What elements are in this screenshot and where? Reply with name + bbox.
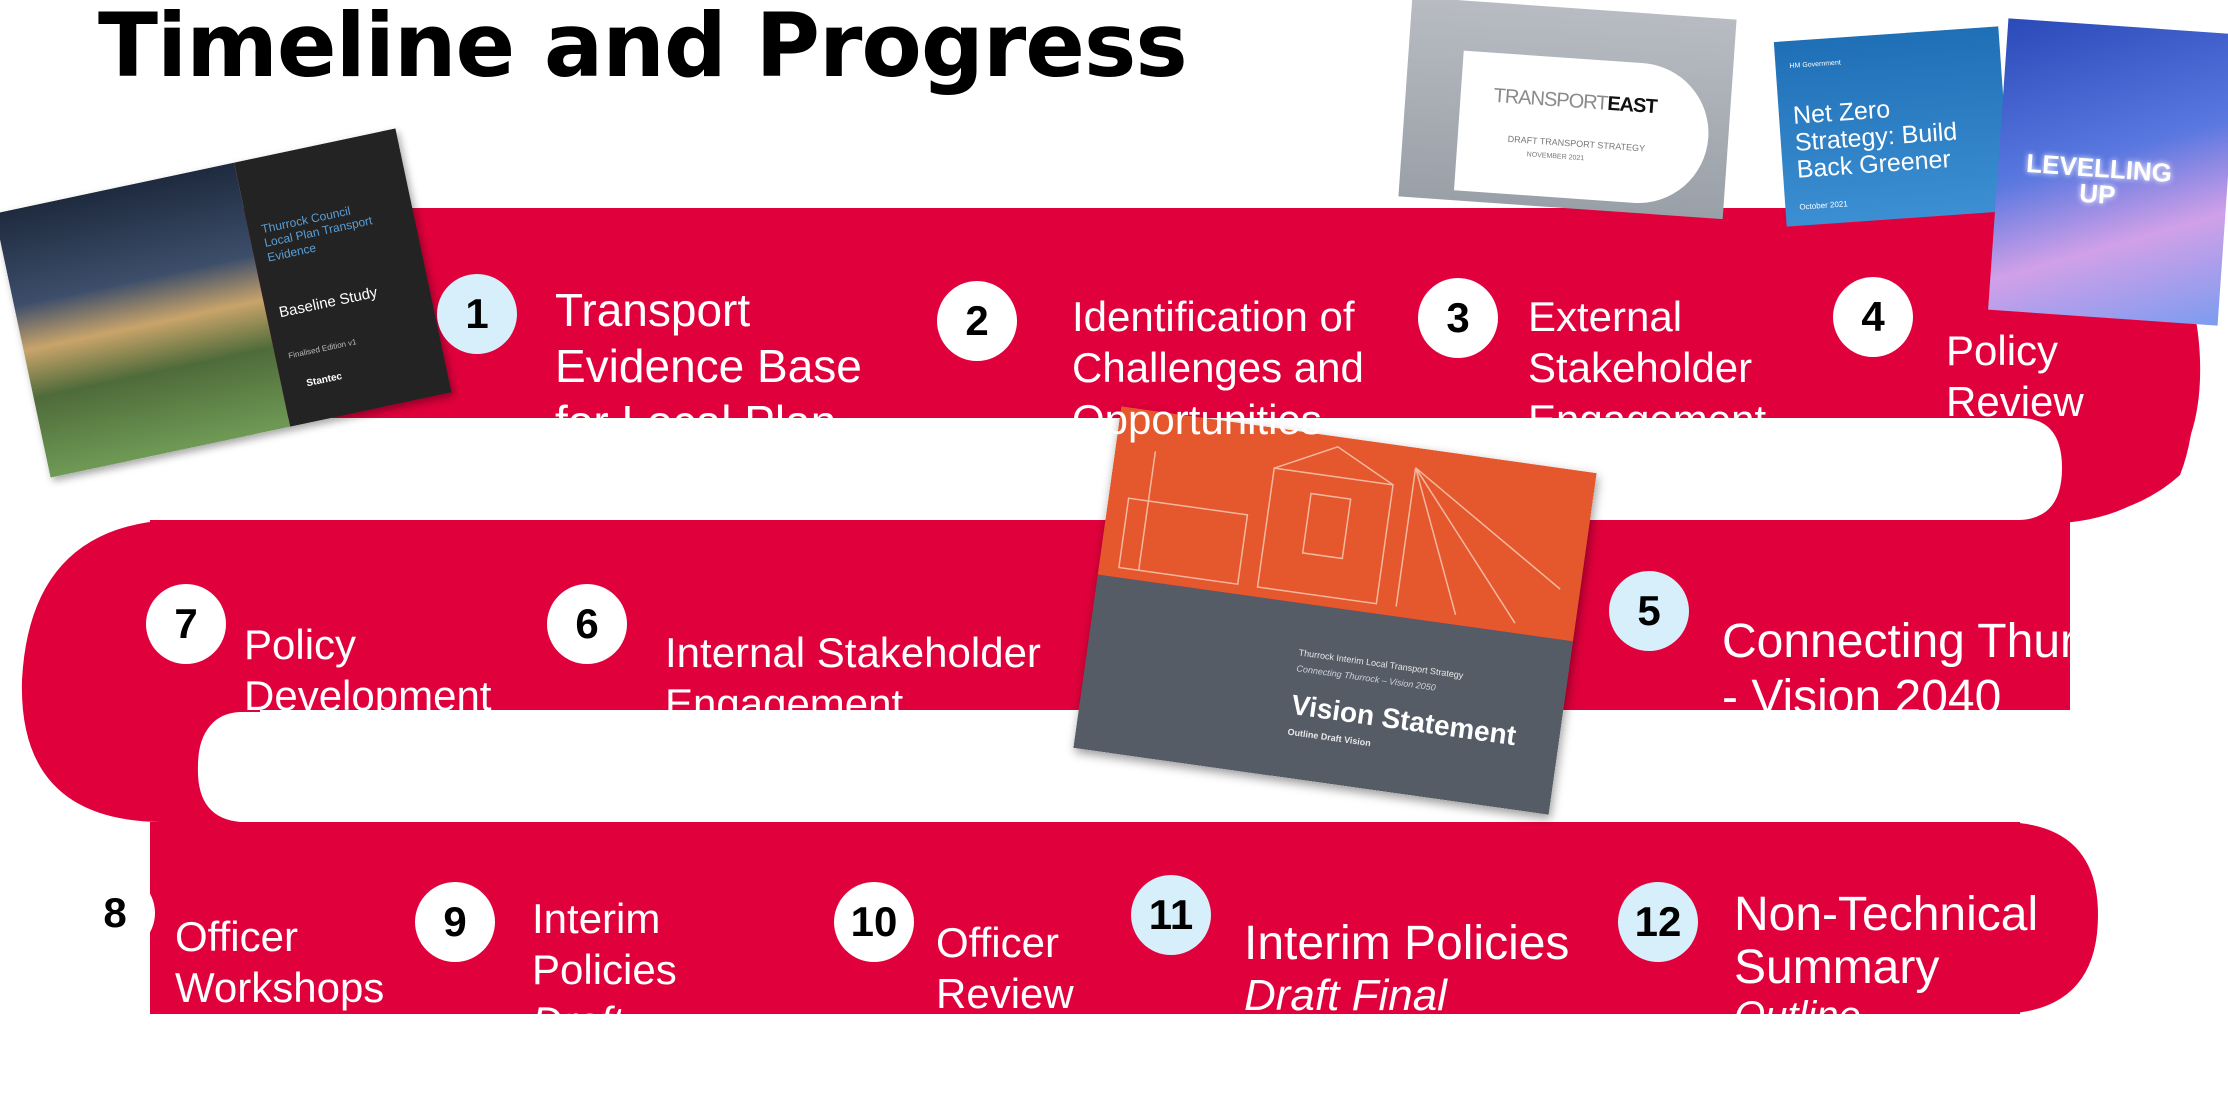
step-3-label: External Stakeholder Engagement	[1528, 240, 1766, 445]
step-11-number: 11	[1131, 875, 1211, 955]
step-1-label: Transport Evidence Base for Local Plan	[555, 226, 862, 450]
step-10-title: Officer Review	[936, 919, 1074, 1018]
step-9-title: Interim Policies	[532, 895, 677, 994]
step-8-number: 8	[75, 873, 155, 953]
step-11-label: Interim Policies Draft Final	[1244, 862, 1569, 1076]
net-zero-title: Net Zero Strategy: Build Back Greener	[1792, 95, 1959, 184]
step-5-number: 5	[1609, 571, 1689, 651]
step-7-number: 7	[146, 584, 226, 664]
step-7-label: Policy Development	[244, 568, 491, 722]
step-6-number: 6	[547, 584, 627, 664]
step-6-title: Internal Stakeholder Engagement	[665, 629, 1041, 728]
step-8-title: Officer Workshops	[175, 913, 385, 1012]
vision-illustration	[1097, 406, 1597, 642]
step-9-number: 9	[415, 882, 495, 962]
step-5-title: Connecting Thurrock - Vision 2040	[1722, 615, 2167, 725]
step-10-number: 10	[834, 882, 914, 962]
step-1-title: Transport Evidence Base for Local Plan	[555, 284, 862, 449]
page-title: Timeline and Progress	[98, 0, 1188, 97]
net-zero-publisher: HM Government	[1789, 59, 1842, 71]
road-gap-bottom	[198, 712, 2100, 822]
step-12-status: Outline	[1734, 994, 1861, 1039]
step-8-label: Officer Workshops	[175, 860, 384, 1014]
step-2-title: Identification of Challenges and Opportu…	[1072, 293, 1364, 443]
step-4-number: 4	[1833, 277, 1913, 357]
step-4-label: Policy Review	[1946, 274, 2084, 428]
step-12-number: 12	[1618, 882, 1698, 962]
step-3-number: 3	[1418, 278, 1498, 358]
step-2-label: Identification of Challenges and Opportu…	[1072, 240, 1364, 445]
step-7-title: Policy Development	[244, 621, 492, 720]
transport-east-panel	[1453, 50, 1714, 208]
step-1-number: 1	[437, 274, 517, 354]
step-6-label: Internal Stakeholder Engagement	[665, 576, 1041, 730]
step-11-title: Interim Policies	[1244, 916, 1570, 970]
step-9-label: Interim Policies Draft	[532, 842, 677, 1098]
step-5-label: Connecting Thurrock - Vision 2040	[1722, 558, 2167, 726]
vision-line-art	[1118, 445, 1561, 624]
road-bottom-end	[2000, 822, 2098, 1014]
net-zero-date: October 2021	[1799, 199, 1849, 212]
step-11-status: Draft Final	[1244, 971, 1447, 1021]
step-12-label: Non-Technical Summary Outline	[1734, 836, 2038, 1091]
brand-east: EAST	[1606, 92, 1658, 119]
step-2-number: 2	[937, 281, 1017, 361]
step-10-label: Officer Review	[936, 866, 1074, 1020]
step-3-title: External Stakeholder Engagement	[1528, 293, 1767, 443]
step-9-status: Draft	[532, 997, 624, 1045]
transport-east-cover: TRANSPORTEAST DRAFT TRANSPORT STRATEGY N…	[1398, 0, 1737, 220]
levelling-up-title: LEVELLING UP	[2025, 147, 2174, 211]
step-4-title: Policy Review	[1946, 327, 2084, 426]
step-12-title: Non-Technical Summary	[1734, 887, 2039, 994]
net-zero-cover: HM Government Net Zero Strategy: Build B…	[1773, 26, 2012, 227]
vision-statement-cover: Thurrock Interim Local Transport Strateg…	[1073, 406, 1597, 815]
